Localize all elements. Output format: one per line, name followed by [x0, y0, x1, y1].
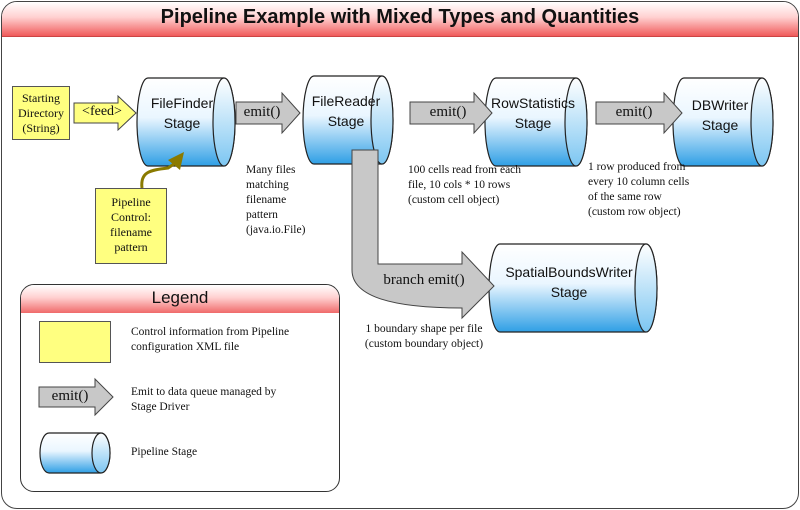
cells-note-line-1: 100 cells read from each: [408, 164, 522, 176]
legend-emit-line-2: Stage Driver: [131, 401, 190, 413]
filefinder-label: FileFinder Stage: [142, 93, 222, 133]
title-band: [2, 2, 798, 37]
spatialboundswriter-label: SpatialBoundsWriter Stage: [494, 262, 644, 302]
filereader-label: FileReader Stage: [306, 91, 386, 131]
emit-arrow-1: [235, 91, 301, 135]
filefinder-name: FileFinder: [150, 95, 214, 111]
control-arrowhead: [168, 152, 184, 170]
boundary-note-line-2: (custom boundary object): [364, 338, 484, 350]
files-note-line-5: (java.io.File): [246, 224, 306, 236]
control-arrow: [140, 162, 175, 189]
branch-emit-label: branch emit(): [383, 272, 465, 288]
control-line-2: Control:: [110, 210, 151, 224]
rowstatistics-stage: Stage: [514, 115, 552, 131]
feed-arrow: [73, 94, 137, 132]
cells-note-line-3: (custom cell object): [408, 194, 500, 206]
legend-emit-label: emit(): [51, 388, 89, 404]
stage-dbwriter: [672, 77, 774, 167]
starting-directory-line-2: Directory: [18, 106, 64, 120]
rowstatistics-label: RowStatistics Stage: [488, 93, 578, 133]
emit-label-2: emit(): [429, 104, 467, 120]
files-note: Many files matching filename pattern (ja…: [246, 163, 305, 238]
rows-note-line-3: of the same row: [588, 191, 662, 203]
rows-note: 1 row produced from every 10 column cell…: [588, 160, 689, 220]
stage-spatialboundswriter: [488, 243, 658, 333]
filefinder-stage: Stage: [163, 115, 201, 131]
dbwriter-name: DBWriter: [691, 97, 749, 113]
stage-rowstatistics: [484, 77, 588, 167]
filereader-stage: Stage: [327, 113, 365, 129]
legend-stage-text: Pipeline Stage: [131, 446, 198, 458]
starting-directory-box: Starting Directory (String): [12, 86, 70, 140]
emit-arrow-3: [595, 91, 683, 135]
legend-title-band: [21, 285, 339, 313]
files-note-line-1: Many files: [246, 164, 296, 176]
legend-control-swatch: [39, 321, 111, 363]
rows-note-line-4: (custom row object): [588, 206, 681, 218]
spatialboundswriter-name: SpatialBoundsWriter: [505, 264, 633, 280]
feed-label: <feed>: [82, 104, 122, 119]
cells-note: 100 cells read from each file, 10 cols *…: [408, 163, 521, 208]
files-note-line-3: filename: [246, 194, 287, 206]
control-line-4: pattern: [114, 240, 148, 254]
dbwriter-label: DBWriter Stage: [680, 95, 760, 135]
emit-arrow-2: [409, 91, 493, 135]
legend-emit-arrow: [38, 377, 114, 417]
starting-directory-line-3: (String): [22, 121, 60, 135]
legend-emit-line-1: Emit to data queue managed by: [131, 386, 277, 398]
boundary-note-line-1: 1 boundary shape per file: [365, 323, 483, 335]
control-line-1: Pipeline: [111, 195, 151, 209]
starting-directory-line-1: Starting: [22, 91, 60, 105]
diagram-title: Pipeline Example with Mixed Types and Qu…: [160, 6, 640, 28]
rows-note-line-1: 1 row produced from: [588, 161, 686, 173]
dbwriter-stage: Stage: [701, 117, 739, 133]
boundary-note: 1 boundary shape per file (custom bounda…: [356, 322, 492, 352]
emit-label-1: emit(): [243, 104, 281, 120]
cells-note-line-2: file, 10 cols * 10 rows: [408, 179, 511, 191]
branch-emit-arrow: [351, 149, 495, 320]
rowstatistics-name: RowStatistics: [490, 95, 576, 111]
legend-icons: [38, 377, 114, 474]
files-note-line-2: matching: [246, 179, 289, 191]
emit-label-3: emit(): [615, 104, 653, 120]
rows-note-line-2: every 10 column cells: [588, 176, 690, 188]
filereader-name: FileReader: [311, 93, 381, 109]
legend-stage-cylinder: [39, 432, 111, 474]
legend-control-text: Control information from Pipeline config…: [131, 325, 289, 355]
legend-emit-text: Emit to data queue managed by Stage Driv…: [131, 385, 276, 415]
pipeline-control-box: Pipeline Control: filename pattern: [95, 188, 167, 264]
legend-title: Legend: [151, 288, 209, 307]
stage-filefinder: [136, 77, 236, 167]
legend: Legend Control information from Pipeline…: [20, 284, 340, 492]
spatialboundswriter-stage: Stage: [550, 284, 588, 300]
files-note-line-4: pattern: [246, 209, 278, 221]
stage-filereader: [302, 75, 394, 165]
legend-control-line-2: configuration XML file: [131, 341, 240, 353]
control-line-3: filename: [110, 225, 152, 239]
legend-control-line-1: Control information from Pipeline: [131, 326, 290, 338]
